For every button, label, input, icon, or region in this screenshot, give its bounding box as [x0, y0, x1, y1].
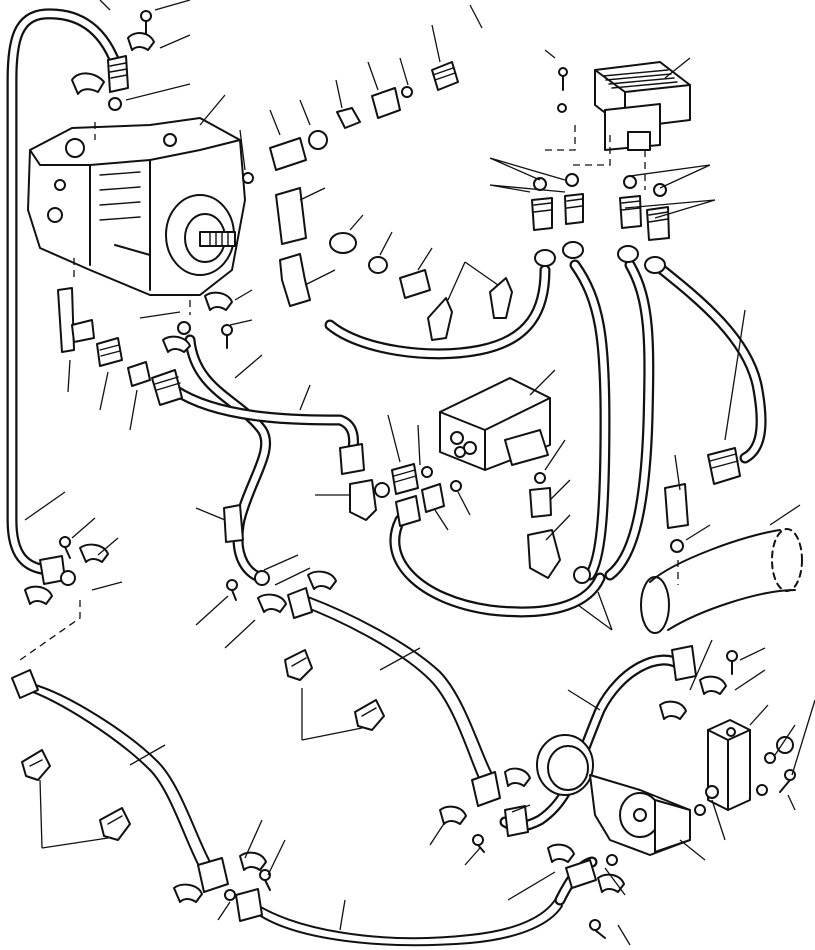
hydraulic-pump	[27, 117, 246, 296]
hose-clamps	[21, 277, 513, 841]
control-valve-block	[439, 377, 551, 471]
split-flange-halves	[11, 32, 727, 903]
rigid-tubes	[21, 596, 563, 947]
foot-pedal-valve	[594, 61, 691, 151]
relief-valve	[707, 719, 751, 811]
dashed-assembly-lines	[19, 122, 646, 661]
leader-lines	[24, 0, 815, 946]
hydraulic-motor	[536, 734, 691, 856]
reservoir-tank	[640, 528, 803, 634]
